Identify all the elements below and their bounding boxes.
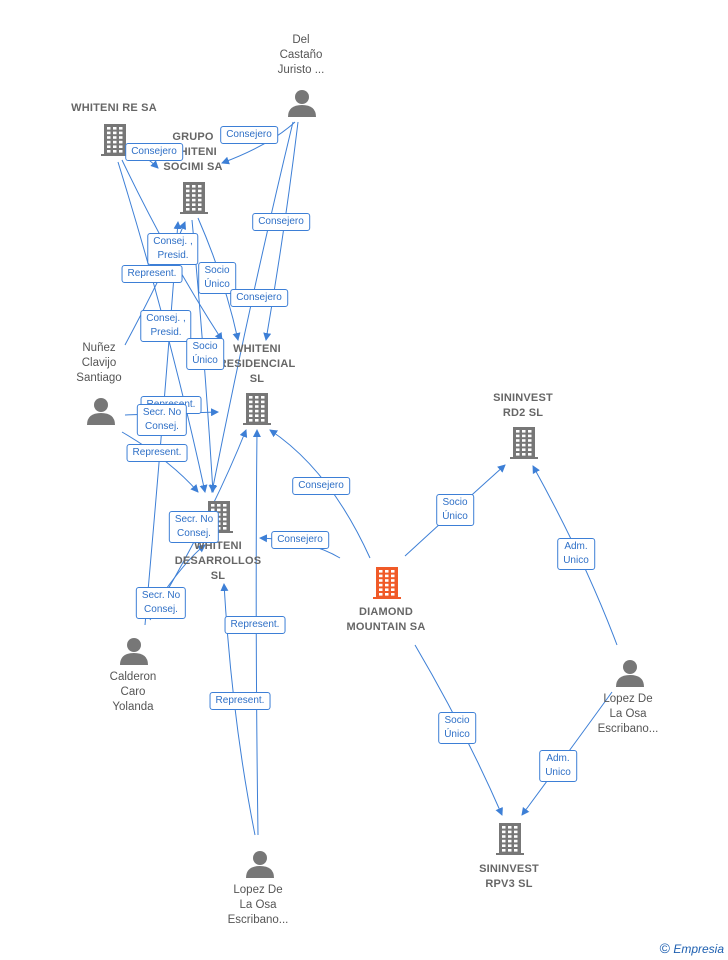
edge-nunez-desarrollos <box>121 431 199 493</box>
node-lopez-right[interactable]: Lopez De La Osa Escribano... <box>597 693 659 735</box>
edge-label: Consejero <box>220 126 278 144</box>
edge-label: Secr. No Consej. <box>168 511 220 543</box>
node-whiteni-desarrollos[interactable]: WHITENI DESARROLLOS SL <box>174 540 262 582</box>
person-icon <box>288 90 316 117</box>
node-sininvest-rpv3[interactable]: SININVEST RPV3 SL <box>479 863 539 890</box>
edge-label: Socio Único <box>186 338 224 370</box>
edge-label: Secr. No Consej. <box>136 404 188 436</box>
node-diamond-mountain[interactable]: DIAMOND MOUNTAIN SA <box>346 606 426 633</box>
building-icon <box>373 567 401 599</box>
edge-label: Secr. No Consej. <box>135 587 187 619</box>
node-sininvest-rd2[interactable]: SININVEST RD2 SL <box>493 392 553 419</box>
brand-logo: Empresia <box>673 942 724 956</box>
edges <box>117 121 618 836</box>
footer-brand[interactable]: © Empresia <box>660 940 724 956</box>
building-icon <box>496 823 524 855</box>
copyright-icon: © <box>659 940 670 956</box>
node-whiteni-re[interactable]: WHITENI RE SA <box>71 102 157 114</box>
node-nunez[interactable]: Nuñez Clavijo Santiago <box>76 342 122 384</box>
person-icon <box>616 660 644 687</box>
node-lopez-bottom[interactable]: Lopez De La Osa Escribano... <box>227 884 289 926</box>
edge-label: Socio Único <box>436 494 474 526</box>
edge-label: Represent. <box>126 444 188 462</box>
edge-label: Represent. <box>121 265 183 283</box>
building-icon <box>101 124 129 156</box>
node-del-castano[interactable]: Del Castaño Juristo ... <box>277 34 325 76</box>
edge-label: Consej. , Presid. <box>147 233 199 265</box>
building-icons <box>101 124 538 855</box>
building-icon <box>180 182 208 214</box>
edge-label: Represent. <box>209 692 271 710</box>
person-icon <box>246 851 274 878</box>
building-icon <box>510 427 538 459</box>
person-icon <box>120 638 148 665</box>
edge-label: Adm. Unico <box>557 538 595 570</box>
edge-label: Adm. Unico <box>539 750 577 782</box>
edge-label: Represent. <box>224 616 286 634</box>
building-icon <box>243 393 271 425</box>
edge-delcastano-residencial <box>263 121 299 341</box>
node-calderon[interactable]: Calderon Caro Yolanda <box>109 671 157 713</box>
person-icons <box>87 90 644 878</box>
person-icon <box>87 398 115 425</box>
edge-label: Socio Único <box>438 712 476 744</box>
edge-label: Consejero <box>292 477 350 495</box>
node-whiteni-residencial[interactable]: WHITENI RESIDENCIAL SL <box>218 343 296 385</box>
edge-label: Consejero <box>125 143 183 161</box>
edge-label: Consejero <box>271 531 329 549</box>
edge-label: Consejero <box>230 289 288 307</box>
edge-delcastano-desarrollos <box>209 121 294 493</box>
edge-label: Consejero <box>252 213 310 231</box>
edge-label: Consej. , Presid. <box>140 310 192 342</box>
edge-label: Socio Único <box>198 262 236 294</box>
